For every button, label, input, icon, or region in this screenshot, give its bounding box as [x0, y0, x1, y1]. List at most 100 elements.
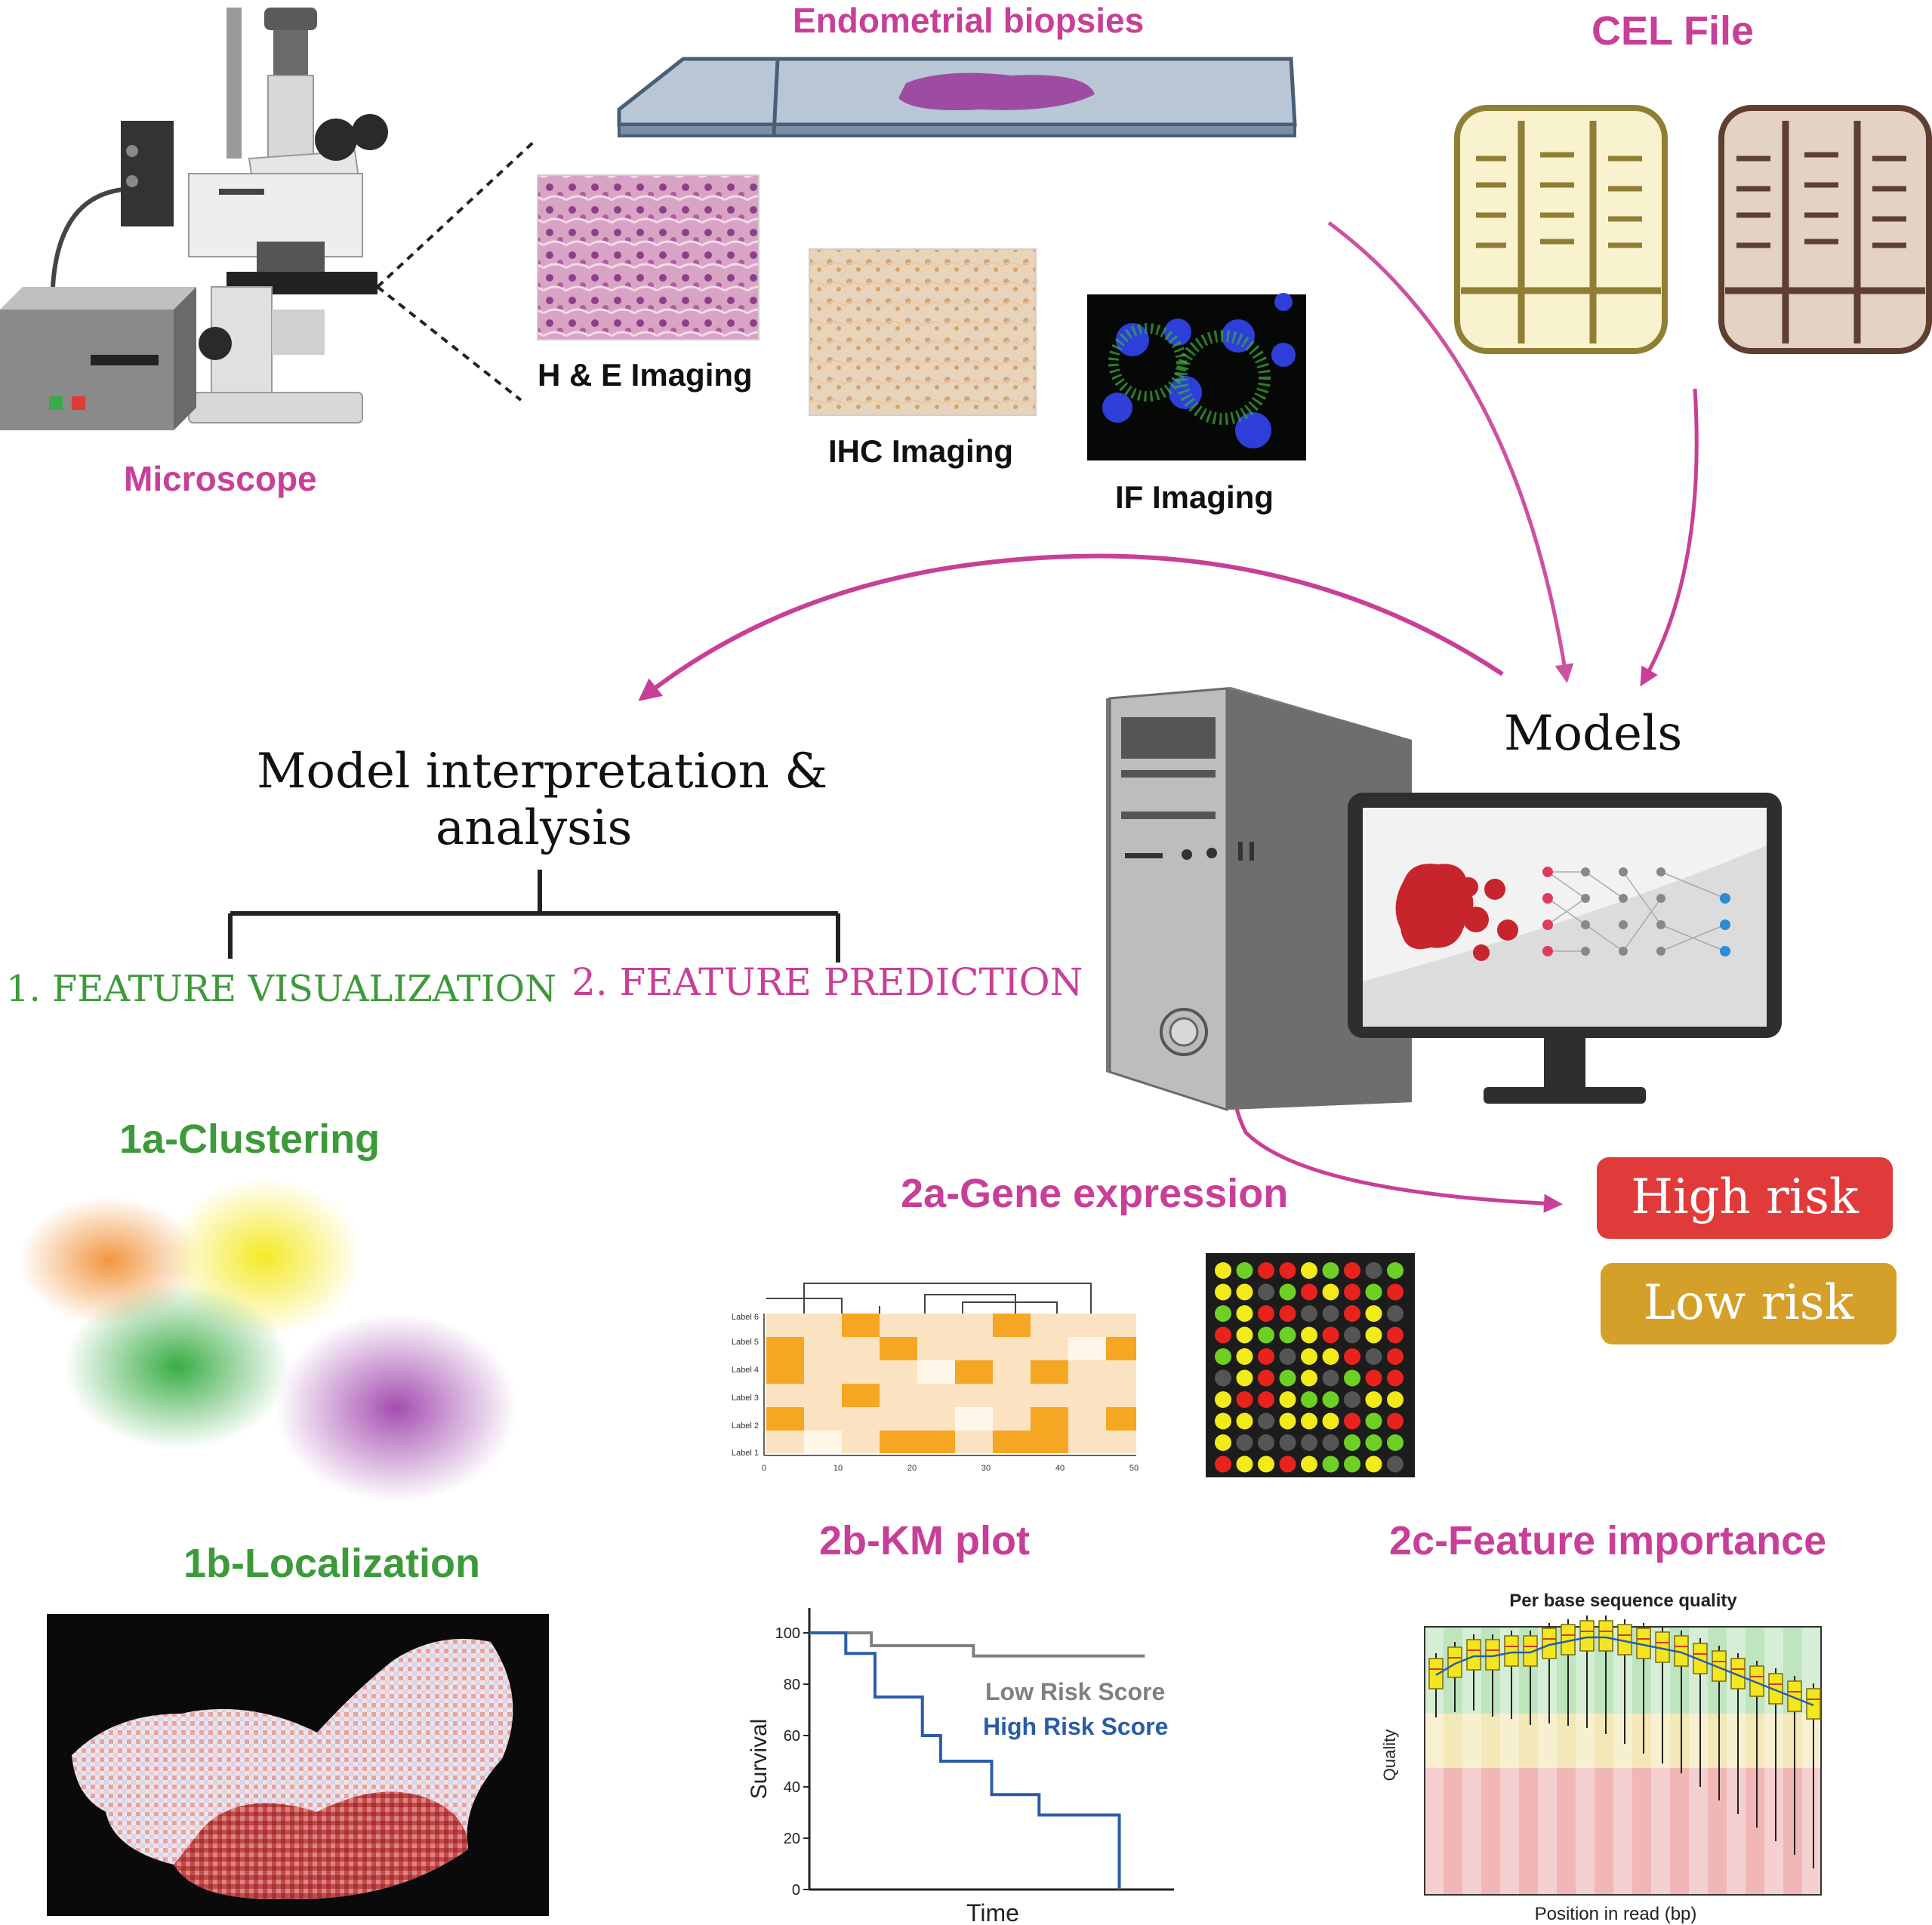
- microarray-dot: [1279, 1434, 1296, 1451]
- km-legend-low: Low Risk Score: [985, 1678, 1165, 1705]
- fi-box: [1806, 1688, 1821, 1720]
- heatmap-x-tick: 0: [762, 1464, 766, 1473]
- microarray-dot: [1215, 1283, 1231, 1301]
- low-risk-box: [1601, 1263, 1897, 1344]
- fi-box: [1504, 1635, 1519, 1667]
- microarray-dot: [1301, 1455, 1317, 1473]
- microarray-dot: [1301, 1412, 1317, 1430]
- fi-box: [1749, 1665, 1764, 1697]
- microarray-dot: [1258, 1434, 1274, 1451]
- fi-box: [1447, 1646, 1462, 1678]
- microarray-dot: [1322, 1455, 1339, 1473]
- feature-prediction-label: 2. FEATURE PREDICTION: [572, 960, 1083, 1004]
- gene-heatmap: Label 6 Label 5 Label 4 Label 3 Label 2 …: [732, 1283, 1139, 1473]
- microarray-dot: [1258, 1412, 1274, 1430]
- km-y-tick: 100: [775, 1625, 800, 1642]
- microarray-dot: [1236, 1326, 1253, 1344]
- km-legend-high: High Risk Score: [983, 1713, 1168, 1740]
- microarray-dot: [1322, 1262, 1339, 1279]
- microarray-dot: [1215, 1391, 1231, 1408]
- interpretation-title-line2: analysis: [436, 800, 633, 856]
- microarray-dot: [1344, 1412, 1360, 1430]
- microarray-dot: [1365, 1348, 1382, 1365]
- high-risk-label: High risk: [1631, 1169, 1859, 1225]
- cel-file-icon-dark: [1718, 105, 1932, 354]
- microarray-dot: [1258, 1369, 1274, 1387]
- localization-label: 1b-Localization: [183, 1541, 481, 1586]
- endometrial-label: Endometrial biopsies: [793, 1, 1145, 40]
- microarray-dot: [1344, 1455, 1360, 1473]
- heatmap-x-tick: 10: [834, 1464, 843, 1473]
- microarray-dot: [1322, 1305, 1339, 1322]
- microarray-dot: [1236, 1262, 1253, 1279]
- microarray-dot: [1387, 1434, 1404, 1451]
- km-y-tick: 80: [784, 1677, 800, 1693]
- localization-map: [47, 1614, 549, 1916]
- microarray-dot: [1344, 1326, 1360, 1344]
- fi-mean-line: [1435, 1636, 1814, 1707]
- microarray-dot: [1258, 1283, 1274, 1301]
- fi-box: [1693, 1643, 1708, 1674]
- microarray-dot: [1236, 1455, 1253, 1473]
- microarray-dot: [1301, 1283, 1317, 1301]
- low-risk-label: Low risk: [1643, 1275, 1854, 1331]
- fi-box: [1712, 1650, 1727, 1682]
- fi-stripe: [1613, 1627, 1632, 1895]
- fi-box: [1768, 1673, 1783, 1705]
- if-image: [1087, 293, 1306, 460]
- microarray-dot: [1322, 1348, 1339, 1365]
- microarray-dot: [1344, 1305, 1360, 1322]
- microarray-dot: [1215, 1412, 1231, 1430]
- microarray-dot: [1301, 1369, 1317, 1387]
- microarray-dot: [1236, 1305, 1253, 1322]
- microarray-dot: [1236, 1434, 1253, 1451]
- microarray-dot: [1365, 1369, 1382, 1387]
- microarray-dot: [1279, 1348, 1296, 1365]
- microarray-dot: [1387, 1391, 1404, 1408]
- heatmap-row-label: Label 3: [732, 1394, 759, 1403]
- microarray-dot: [1322, 1326, 1339, 1344]
- fi-stripe: [1462, 1627, 1481, 1895]
- fi-stripe: [1538, 1627, 1557, 1895]
- microarray-dot: [1258, 1391, 1274, 1408]
- microarray-dot: [1365, 1326, 1382, 1344]
- microarray-dot: [1279, 1391, 1296, 1408]
- microarray-dot: [1279, 1455, 1296, 1473]
- arrow-cel-to-models: [1640, 388, 1699, 687]
- microarray-dot: [1344, 1391, 1360, 1408]
- microarray-dot: [1258, 1455, 1274, 1473]
- heatmap-row-label: Label 2: [732, 1421, 759, 1431]
- microarray-dot: [1387, 1326, 1404, 1344]
- ihc-image: [809, 248, 1037, 416]
- microarray-dot: [1215, 1455, 1231, 1473]
- microarray-dot: [1344, 1262, 1360, 1279]
- microarray-dot: [1387, 1348, 1404, 1365]
- gene-expression-label: 2a-Gene expression: [901, 1171, 1289, 1216]
- arrow-models-to-interpretation: [638, 553, 1504, 701]
- feature-visualization-label: 1. FEATURE VISUALIZATION: [6, 968, 557, 1010]
- microarray-dot: [1344, 1283, 1360, 1301]
- fi-x-label: Position in read (bp): [1535, 1904, 1697, 1924]
- microarray-dot: [1344, 1369, 1360, 1387]
- he-imaging-label: H & E Imaging: [538, 357, 753, 393]
- microarray-dot: [1365, 1434, 1382, 1451]
- heatmap-row-label: Label 1: [732, 1449, 759, 1458]
- bracket: [228, 870, 840, 962]
- microarray-dot: [1301, 1391, 1317, 1408]
- clustering-plot: [19, 1178, 517, 1502]
- microarray-dot: [1236, 1348, 1253, 1365]
- fi-box: [1598, 1620, 1613, 1652]
- microarray-dot: [1387, 1262, 1404, 1279]
- cel-file-label: CEL File: [1592, 8, 1755, 54]
- fi-stripe: [1651, 1627, 1670, 1895]
- microarray-dot: [1301, 1326, 1317, 1344]
- fi-stripe: [1802, 1627, 1821, 1895]
- microscope-label: Microscope: [124, 459, 317, 498]
- microarray-dot: [1387, 1305, 1404, 1322]
- km-y-label: Survival: [747, 1719, 772, 1800]
- microarray-dot: [1365, 1305, 1382, 1322]
- microarray-dot: [1258, 1305, 1274, 1322]
- heatmap-row-label: Label 4: [732, 1366, 759, 1375]
- arrow-slide-to-models: [1327, 220, 1574, 683]
